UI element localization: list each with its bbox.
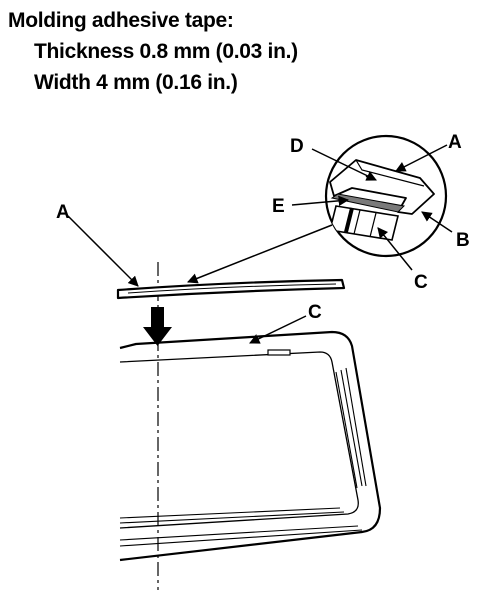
callout-a-left: A (56, 202, 70, 223)
width-spec: Width 4 mm (0.16 in.) (34, 71, 238, 94)
leader-line-d (311, 148, 377, 181)
callout-a-detail: A (448, 132, 462, 153)
leader-line-c-detail (377, 227, 413, 271)
leader-line-e (291, 195, 350, 207)
thickness-spec: Thickness 0.8 mm (0.03 in.) (34, 40, 298, 63)
callout-e: E (272, 196, 285, 217)
leader-line-a-detail (395, 144, 448, 172)
leader-line-a-left (67, 215, 139, 287)
leader-line-c-window (249, 315, 307, 344)
callout-c-detail: C (414, 272, 428, 293)
install-arrow-icon (143, 307, 172, 346)
windshield-glass (119, 330, 382, 562)
callout-c-window: C (308, 302, 322, 323)
detail-view (324, 134, 448, 258)
callout-d: D (290, 136, 304, 157)
callout-b: B (456, 230, 470, 251)
molding-strip (116, 278, 346, 300)
page-title: Molding adhesive tape: (8, 9, 234, 32)
leader-line-b (421, 211, 453, 233)
leader-line-detail (187, 224, 333, 284)
